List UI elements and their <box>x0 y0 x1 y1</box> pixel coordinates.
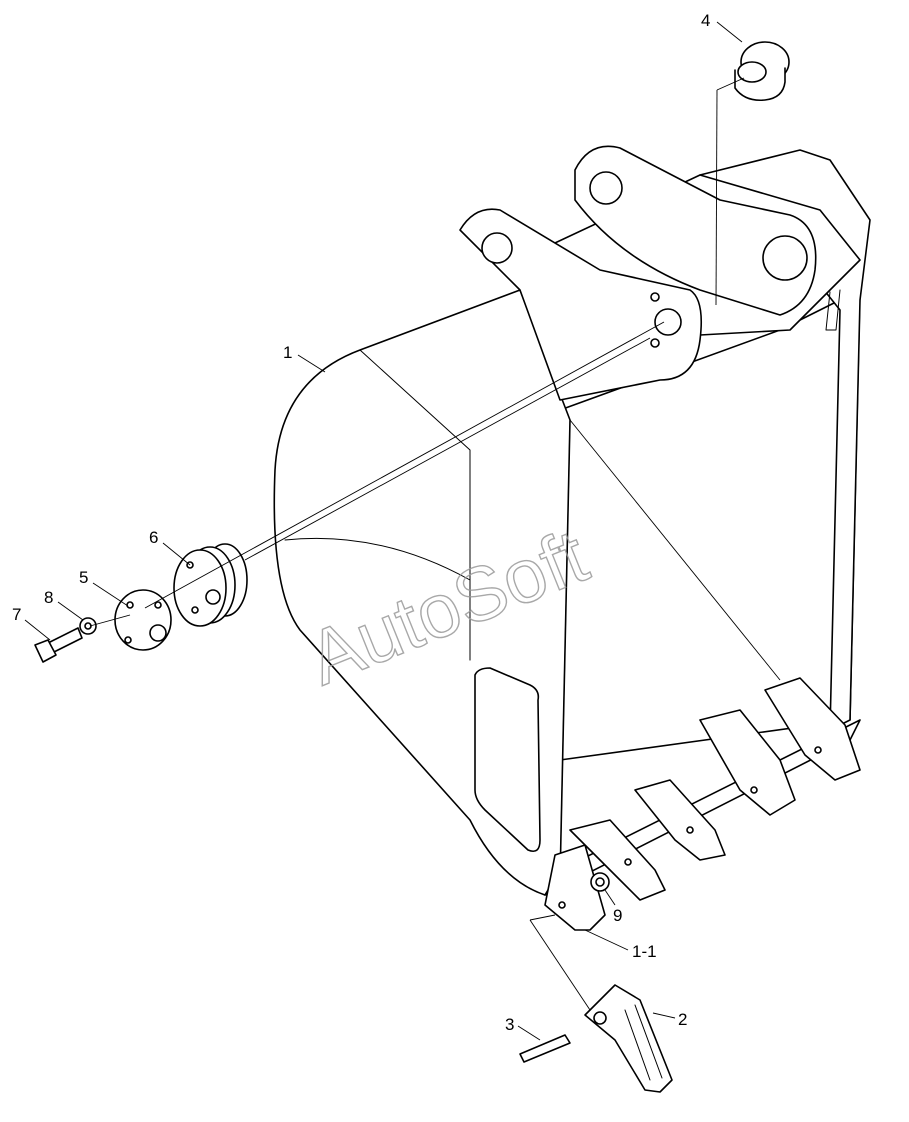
callout-1: 1 <box>283 343 292 362</box>
washer-plate-part-5 <box>114 589 172 651</box>
washer-part-9 <box>590 872 610 892</box>
bucket-teeth <box>544 677 861 931</box>
callout-4: 4 <box>701 11 710 30</box>
callout-leaders <box>24 21 743 1041</box>
pin-boss-part-6 <box>173 543 248 627</box>
callout-6: 6 <box>149 528 158 547</box>
callout-labels: 1 1-1 2 3 4 5 6 7 8 9 <box>12 11 710 1034</box>
tooth-part-2 <box>584 984 673 1093</box>
callout-5: 5 <box>79 568 88 587</box>
callout-8: 8 <box>44 588 53 607</box>
callout-9: 9 <box>613 906 622 925</box>
callout-3: 3 <box>505 1015 514 1034</box>
washer-part-8 <box>79 617 97 635</box>
callout-2: 2 <box>678 1010 687 1029</box>
bushing-part-4 <box>734 41 790 102</box>
assembly-lines <box>89 77 781 1011</box>
bolt-part-7 <box>34 627 83 663</box>
callout-7: 7 <box>12 605 21 624</box>
pin-part-3 <box>519 1034 571 1063</box>
callout-1-1: 1-1 <box>632 942 657 961</box>
